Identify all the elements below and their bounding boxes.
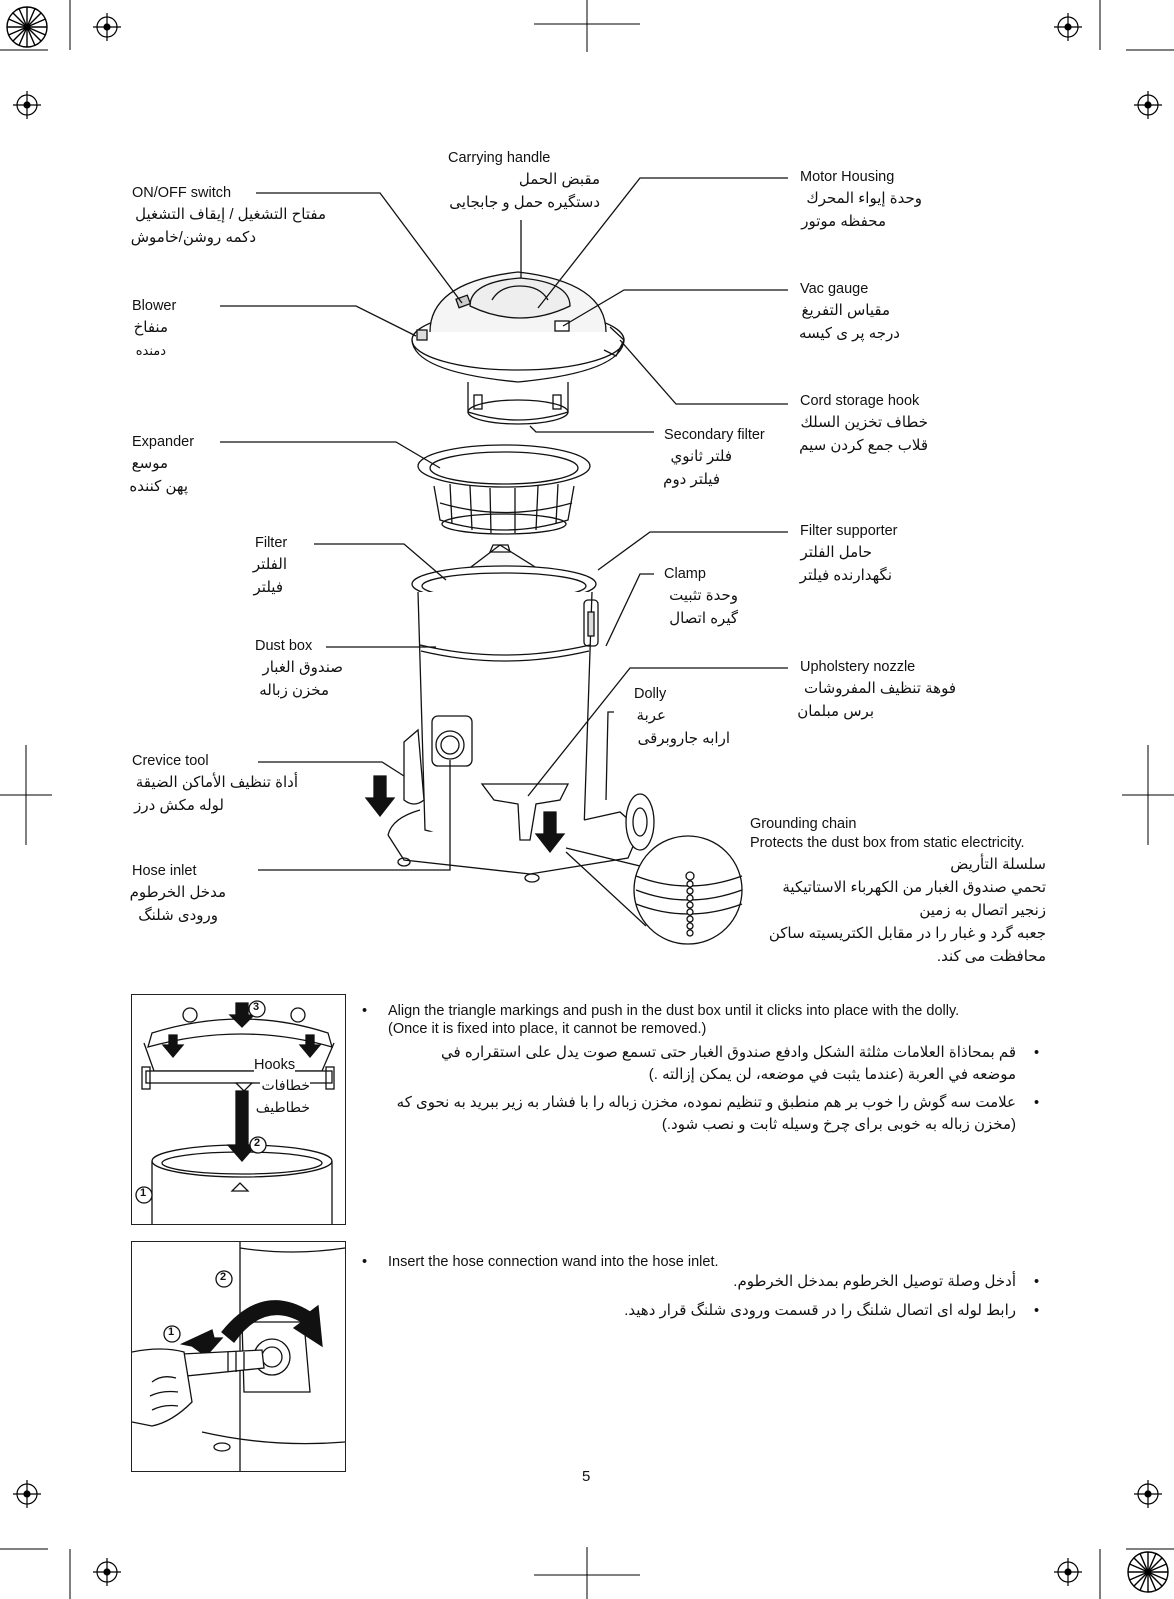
hooks-label-ar: خطافات [260, 1077, 310, 1094]
hooks-label-fa: خطاطیف [255, 1099, 310, 1116]
label-vac-gauge: Vac gauge مقياس التفريغ درجه پر ی کیسه [798, 281, 900, 342]
step1-text-fa: علامت سه گوش را خوب بر هم منطبق و تنظیم … [396, 1094, 1016, 1133]
number-3-icon [248, 1000, 266, 1018]
label-filter-supporter: Filter supporter حامل الفلتر نگهدارنده ف… [799, 523, 898, 584]
step1-text-en: Align the triangle markings and push in … [388, 1003, 960, 1037]
label-secondary-filter: Secondary filter فلتر ثانوي فیلتر دوم [663, 427, 765, 488]
step2-text-en: Insert the hose connection wand into the… [388, 1254, 719, 1270]
label-carrying-handle: Carrying handle مقبض الحمل دستگیره حمل و… [448, 150, 600, 211]
label-cord-storage-hook: Cord storage hook خطاف تخزين السلك قلاب … [799, 393, 928, 454]
label-filter: Filter الفلتر فیلتر [252, 535, 288, 596]
label-grounding-chain: Grounding chain Protects the dust box fr… [750, 816, 1046, 965]
step1-illustration: 3 2 1 Hooks خطافات خطاطیف [131, 994, 346, 1225]
label-upholstery-nozzle: Upholstery nozzle فوهة تنظيف المفروشات ب… [797, 659, 956, 720]
page-number: 5 [582, 1468, 591, 1485]
switch-icon [455, 294, 472, 309]
step1-bullet-en: • [362, 1003, 368, 1019]
hooks-label: Hooks [254, 1057, 296, 1073]
label-dolly: Dolly عربة ارابه جاروبرقی [634, 686, 730, 747]
step2-illustration: 2 1 [131, 1241, 346, 1472]
label-on-off-switch: ON/OFF switch مفتاح التشغيل / إيقاف التش… [130, 185, 326, 246]
label-blower: Blower منفاخ دمنده [132, 298, 177, 358]
step1-text-ar: قم بمحاذاة العلامات مثلثة الشكل وادفع صن… [441, 1044, 1016, 1083]
label-clamp: Clamp وحدة تثبيت گیره اتصال [664, 566, 738, 627]
label-motor-housing: Motor Housing وحدة إيواء المحرك محفظه مو… [800, 169, 922, 230]
step2-text-ar: أدخل وصلة توصيل الخرطوم بمدخل الخرطوم. [733, 1273, 1016, 1290]
number-2-icon [249, 1136, 267, 1154]
label-expander: Expander موسع پهن کننده [129, 434, 195, 495]
number-1-icon [135, 1186, 153, 1204]
step2-text-fa: رابط لوله ای اتصال شلنگ را در قسمت ورودی… [624, 1302, 1016, 1319]
label-dust-box: Dust box صندوق الغبار مخزن زباله [255, 638, 343, 699]
label-crevice-tool: Crevice tool أداة تنظيف الأماكن الضيقة ل… [132, 753, 298, 814]
label-hose-inlet: Hose inlet مدخل الخرطوم ورودی شلنگ [129, 863, 226, 924]
